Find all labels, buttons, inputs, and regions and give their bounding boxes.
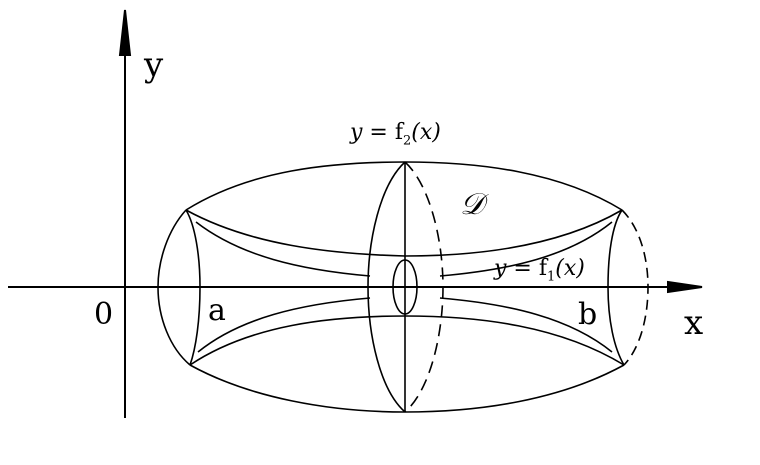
point-b-label: b (578, 297, 598, 332)
outer-bottom-rim-back (189, 315, 625, 366)
origin-label: 0 (94, 297, 114, 332)
lower-curve-label: y = f1(x) (494, 256, 585, 285)
x-axis-arrowhead (667, 280, 703, 294)
right-inner-profile-bottom (439, 297, 613, 353)
outer-bottom-rim-front (189, 364, 625, 413)
outer-top-rim-back (185, 161, 623, 211)
left-inner-profile-bottom (197, 297, 371, 353)
middle-disk-right-dashed (404, 161, 444, 413)
x-axis-label: x (684, 303, 704, 343)
y-axis-label: y (144, 45, 164, 85)
y-axis-arrowhead (118, 9, 132, 56)
left-end-ellipse-back (185, 209, 201, 366)
right-end-ellipse-front-dashed (621, 209, 649, 366)
right-inner-profile-top (439, 221, 613, 277)
upper-curve-label: y = f2(x) (350, 120, 441, 149)
region-d-label: 𝒟 (460, 187, 484, 222)
middle-hole-ellipse (392, 259, 418, 315)
middle-disk-left (367, 161, 406, 413)
right-end-ellipse-back (607, 209, 625, 366)
left-end-ellipse-front (157, 209, 191, 366)
outer-top-rim-front (185, 209, 623, 257)
point-a-label: a (208, 293, 226, 328)
left-inner-profile-top (195, 221, 371, 277)
